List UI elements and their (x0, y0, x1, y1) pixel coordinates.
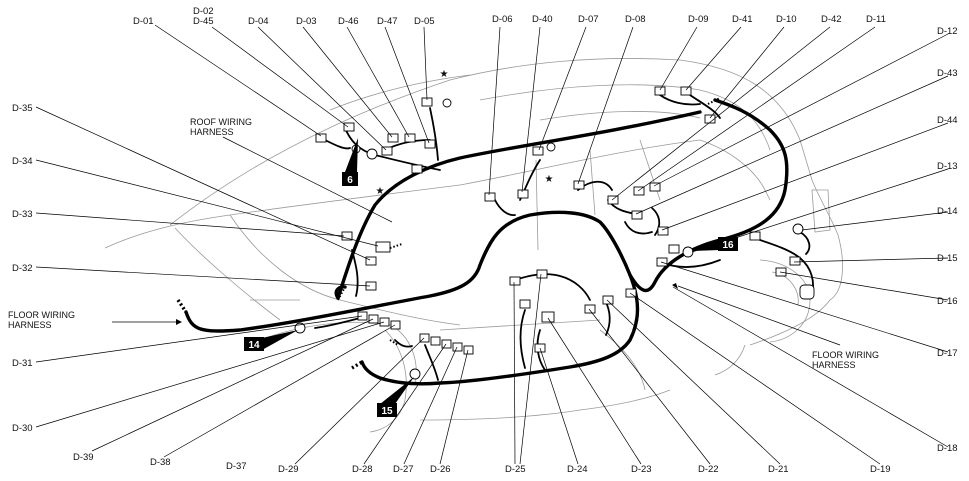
floor-harness-note-left-line2: HARNESS (8, 320, 52, 330)
label-d-02: D-02 (193, 6, 214, 17)
label-d-45: D-45 (193, 16, 214, 27)
label-d-41: D-41 (732, 14, 753, 25)
label-d-46: D-46 (338, 16, 359, 27)
roof-harness-note-line2: HARNESS (190, 127, 234, 137)
harness-lines (184, 98, 789, 386)
floor-harness-note-right-line2: HARNESS (812, 360, 856, 370)
label-d-17: D-17 (937, 348, 958, 359)
label-d-04: D-04 (248, 16, 269, 27)
label-d-06: D-06 (492, 14, 513, 25)
label-d-14: D-14 (937, 206, 958, 217)
star-marker: ★ (440, 69, 449, 80)
label-d-38: D-38 (150, 457, 171, 468)
label-d-34: D-34 (12, 156, 33, 167)
label-d-13: D-13 (937, 161, 958, 172)
badge-6: 6 (342, 138, 358, 186)
label-d-18: D-18 (937, 443, 958, 454)
badge-14-text: 14 (248, 340, 260, 351)
badge-16: 16 (692, 237, 738, 251)
label-d-22: D-22 (698, 464, 719, 475)
floor-harness-note-left-line1: FLOOR WIRING (8, 310, 75, 320)
star-marker: ★ (376, 186, 385, 197)
label-d-29: D-29 (278, 464, 299, 475)
label-d-40: D-40 (532, 14, 553, 25)
label-d-12: D-12 (937, 26, 958, 37)
label-d-43: D-43 (937, 68, 958, 79)
badge-15-text: 15 (381, 406, 393, 417)
label-d-09: D-09 (688, 14, 709, 25)
label-d-21: D-21 (768, 464, 789, 475)
label-d-31: D-31 (12, 358, 33, 369)
label-d-08: D-08 (625, 14, 646, 25)
badge-16-text: 16 (722, 240, 734, 251)
connector-labels: D-01 D-02 D-45 D-04 D-03 D-46 D-47 D-05 … (12, 6, 958, 475)
grommets (294, 98, 815, 380)
label-d-27: D-27 (393, 464, 414, 475)
star-markers: ★ ★ ★ (376, 69, 554, 197)
leader-lines (35, 24, 949, 465)
star-marker: ★ (545, 174, 554, 185)
label-d-10: D-10 (776, 14, 797, 25)
label-d-16: D-16 (937, 296, 958, 307)
label-d-42: D-42 (821, 14, 842, 25)
label-d-47: D-47 (377, 16, 398, 27)
label-d-19: D-19 (870, 464, 891, 475)
label-d-25: D-25 (505, 464, 526, 475)
label-d-33: D-33 (12, 209, 33, 220)
label-d-32: D-32 (12, 263, 33, 274)
label-d-05: D-05 (414, 16, 435, 27)
roof-harness-note-line1: ROOF WIRING (190, 117, 252, 127)
harness-dotted-ends (176, 97, 721, 370)
label-d-03: D-03 (296, 16, 317, 27)
floor-harness-note-right-line1: FLOOR WIRING (812, 350, 879, 360)
badge-6-text: 6 (347, 175, 353, 186)
badge-14: 14 (244, 330, 298, 351)
badge-15: 15 (377, 377, 414, 417)
label-d-39: D-39 (73, 452, 94, 463)
label-d-15: D-15 (937, 253, 958, 264)
label-d-23: D-23 (631, 464, 652, 475)
label-d-26: D-26 (430, 464, 451, 475)
label-d-44: D-44 (937, 115, 958, 126)
label-d-11: D-11 (866, 14, 886, 25)
harness-notes: ROOF WIRING HARNESS FLOOR WIRING HARNESS… (8, 117, 879, 370)
label-d-37: D-37 (226, 461, 247, 472)
label-d-30: D-30 (12, 423, 33, 434)
label-d-28: D-28 (352, 464, 373, 475)
label-d-07: D-07 (578, 14, 599, 25)
label-d-01: D-01 (133, 16, 154, 27)
label-d-24: D-24 (567, 464, 588, 475)
label-d-35: D-35 (12, 103, 33, 114)
